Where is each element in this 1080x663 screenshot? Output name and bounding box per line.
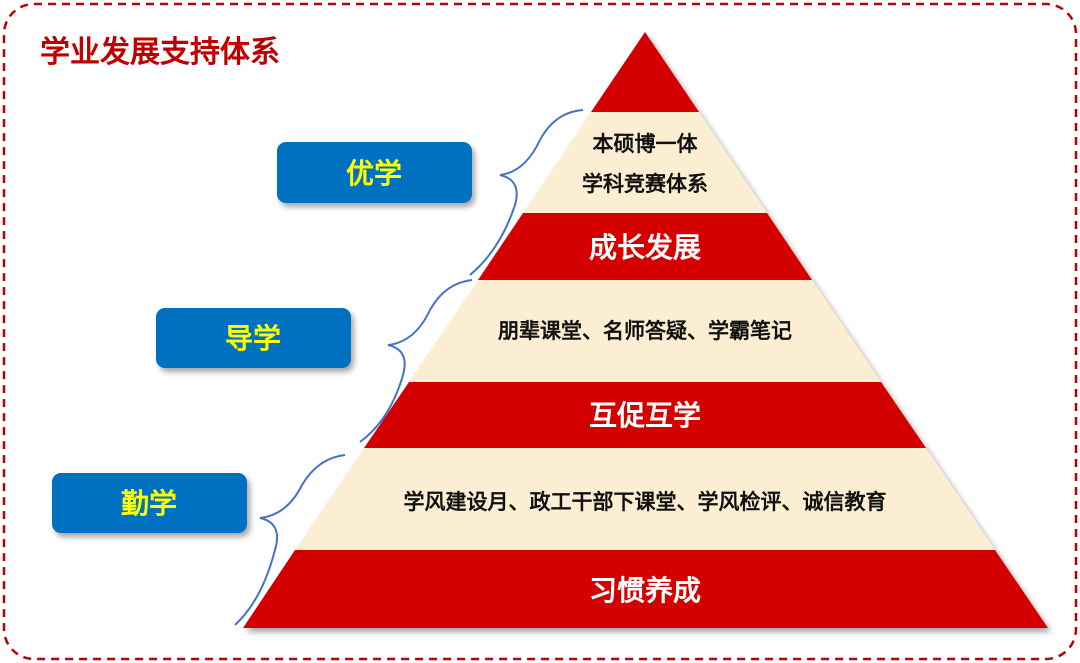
brace-youxue [469,109,584,276]
band-youxue-content [523,112,767,213]
brace-qinxue [234,454,346,626]
label-daoxue: 导学 [225,322,281,355]
brace-daoxue [359,279,473,443]
band-label: 习惯养成 [589,574,701,607]
band-chengzhangfazhan [478,213,812,280]
label-box-daoxue [156,308,351,368]
qinxue-item: 学风建设月、政工干部下课堂、学风检评、诚信教育 [404,490,887,514]
label-youxue: 优学 [346,157,402,190]
youxue-item: 学科竞赛体系 [582,172,708,196]
band-daoxue-content [409,280,881,382]
band-xiguanyangcheng [243,550,1048,628]
band-qinxue-content [295,448,995,550]
band-label: 成长发展 [589,231,701,264]
label-box-youxue [277,142,472,203]
diagram-title: 学业发展支持体系 [40,35,280,70]
pyramid [243,32,1048,628]
youxue-item: 本硕博一体 [593,132,699,156]
label-box-qinxue [52,473,247,533]
label-qinxue: 勤学 [121,487,177,520]
daoxue-item: 朋辈课堂、名师答疑、学霸笔记 [498,319,792,343]
band-hucuhuxue [364,382,926,448]
pyramid-apex [591,32,699,112]
band-label: 互促互学 [589,399,701,432]
